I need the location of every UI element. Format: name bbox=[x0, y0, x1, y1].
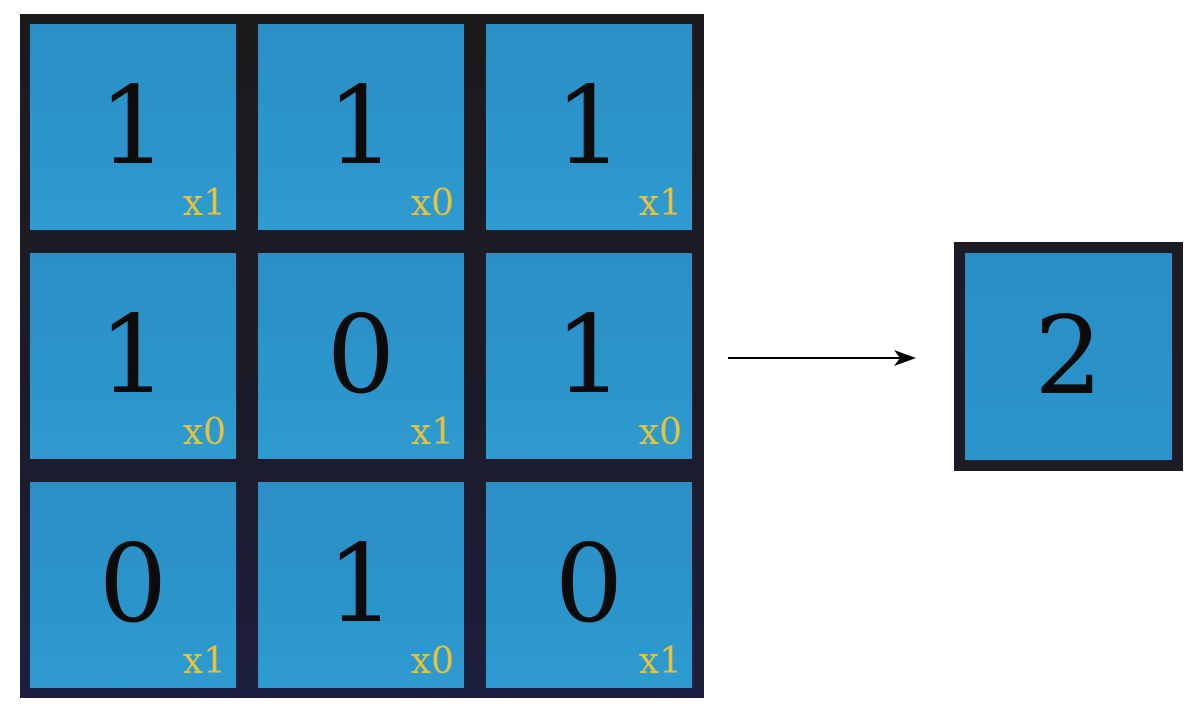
grid-cell-r1c3: 1 x1 bbox=[486, 24, 692, 230]
grid-cell-r1c2: 1 x0 bbox=[258, 24, 464, 230]
cell-value: 1 bbox=[326, 522, 396, 647]
output-cell: 2 bbox=[954, 242, 1183, 471]
grid-cell-r2c3: 1 x0 bbox=[486, 253, 692, 459]
grid-cell-r3c1: 0 x1 bbox=[30, 482, 236, 688]
cell-weight: x0 bbox=[410, 183, 454, 224]
grid-cell-r2c2: 0 x1 bbox=[258, 253, 464, 459]
cell-value: 1 bbox=[98, 293, 168, 418]
cell-value: 1 bbox=[554, 293, 624, 418]
cell-weight: x1 bbox=[182, 183, 226, 224]
cell-value: 1 bbox=[98, 64, 168, 189]
grid-cell-r3c3: 0 x1 bbox=[486, 482, 692, 688]
input-grid: 1 x1 1 x0 1 x1 1 x0 0 x1 1 x0 0 x1 1 x0 … bbox=[20, 14, 704, 698]
cell-value: 0 bbox=[326, 293, 396, 418]
cell-value: 0 bbox=[98, 522, 168, 647]
cell-weight: x0 bbox=[182, 412, 226, 453]
grid-cell-r3c2: 1 x0 bbox=[258, 482, 464, 688]
cell-value: 1 bbox=[554, 64, 624, 189]
cell-weight: x0 bbox=[410, 641, 454, 682]
cell-weight: x1 bbox=[638, 641, 682, 682]
cell-weight: x1 bbox=[182, 641, 226, 682]
output-value: 2 bbox=[965, 253, 1172, 460]
grid-cell-r2c1: 1 x0 bbox=[30, 253, 236, 459]
cell-weight: x1 bbox=[638, 183, 682, 224]
grid-cell-r1c1: 1 x1 bbox=[30, 24, 236, 230]
arrow-right-icon bbox=[728, 350, 916, 366]
cell-weight: x0 bbox=[638, 412, 682, 453]
cell-weight: x1 bbox=[410, 412, 454, 453]
cell-value: 1 bbox=[326, 64, 396, 189]
cell-value: 0 bbox=[554, 522, 624, 647]
